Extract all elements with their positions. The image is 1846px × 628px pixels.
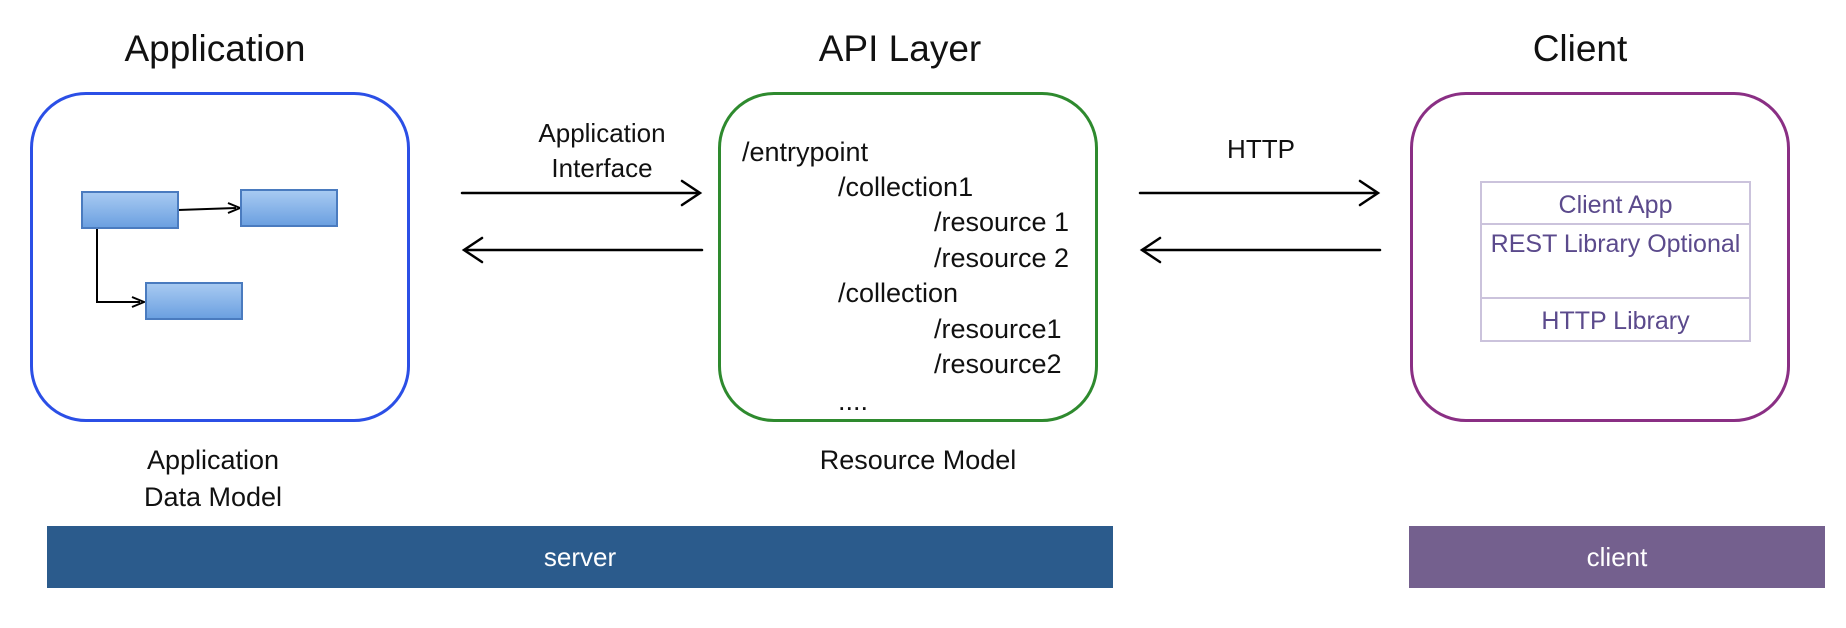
http-library-layer: HTTP Library: [1541, 307, 1690, 335]
caption-line: Resource Model: [819, 445, 1017, 475]
api-layer-box: [718, 92, 1098, 422]
client-bar: client: [1409, 526, 1825, 588]
api-to-app-arrow: [461, 236, 704, 264]
data-model-node: [145, 282, 243, 320]
api-resource-item: /resource 2: [934, 243, 1070, 273]
data-model-diagram: [81, 189, 338, 320]
api-resource-collection: /collection: [838, 278, 959, 308]
caption-line: Application: [146, 445, 280, 475]
client-box: [1410, 92, 1790, 422]
connection-label-line: Application: [538, 118, 666, 148]
api-resource-item: /resource2: [934, 349, 1062, 379]
application-box: [30, 92, 410, 422]
data-model-node: [240, 189, 338, 227]
app-to-api-arrow: [460, 179, 703, 207]
server-bar-label: server: [543, 541, 617, 572]
connection-label-line: Interface: [551, 153, 653, 183]
client-to-api-arrow: [1139, 236, 1382, 264]
client-stack: Client App REST Library Optional HTTP Li…: [1480, 181, 1751, 342]
rest-library-layer: REST Library Optional: [1482, 225, 1749, 299]
client-title: Client: [1532, 28, 1628, 69]
app-api-connection-label: Application Interface: [472, 116, 732, 186]
api-layer-title: API Layer: [818, 28, 982, 69]
api-to-client-arrow: [1138, 179, 1381, 207]
caption-line: Data Model: [143, 482, 283, 512]
api-resource-ellipsis: ....: [838, 386, 869, 416]
api-resource-collection: /collection1: [838, 172, 974, 202]
connection-label-line: HTTP: [1227, 134, 1295, 164]
server-bar: server: [47, 526, 1113, 588]
application-title: Application: [124, 28, 306, 69]
resource-model-caption: Resource Model: [718, 442, 1118, 479]
http-connection-label: HTTP: [1131, 132, 1391, 167]
api-resource-item: /resource 1: [934, 207, 1070, 237]
client-app-layer: Client App: [1482, 183, 1749, 225]
client-bar-label: client: [1586, 541, 1648, 572]
api-resource-item: /resource1: [934, 314, 1062, 344]
api-resource-entrypoint: /entrypoint: [742, 137, 869, 167]
application-caption: Application Data Model: [13, 442, 413, 516]
data-model-node: [81, 191, 179, 229]
